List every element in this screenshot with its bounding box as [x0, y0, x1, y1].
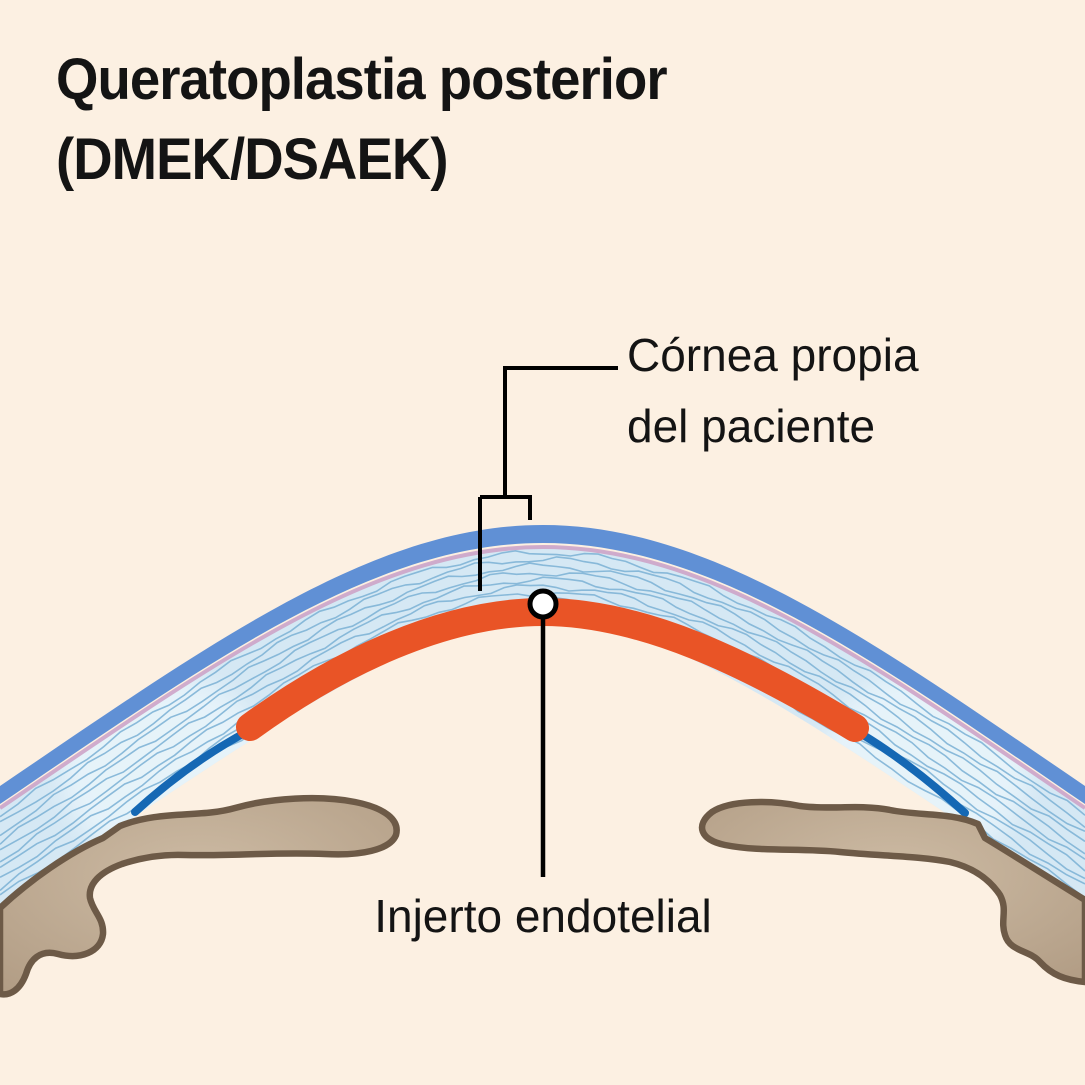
cornea-stroma: [0, 546, 1085, 905]
stroma-lamella-line: [0, 572, 1085, 845]
label-cornea-propia-line1: Córnea propia: [627, 329, 919, 381]
stroma-lamella-line: [0, 549, 1085, 818]
label-cornea-propia-line2: del paciente: [627, 400, 876, 452]
label-injerto-endotelial: Injerto endotelial: [374, 890, 712, 942]
bowman-layer-line: [0, 544, 1085, 810]
figure-title-line2: (DMEK/DSAEK): [56, 127, 448, 192]
graft-marker-dot: [527, 588, 559, 620]
iris-right: [698, 798, 1085, 986]
stroma-lamella-line: [0, 576, 1085, 855]
iris-left: [0, 794, 400, 998]
figure-title: Queratoplastia posterior (DMEK/DSAEK): [56, 40, 668, 200]
descemet-line-right: [849, 725, 969, 817]
stroma-lamella-line: [0, 556, 1085, 829]
figure-title-line1: Queratoplastia posterior: [56, 47, 668, 112]
descemet-line-left: [131, 725, 256, 816]
leader-line-cornea: [478, 366, 618, 591]
label-cornea-propia: Córnea propia del paciente: [627, 320, 919, 462]
stroma-lamella-line: [0, 584, 1085, 863]
stroma-lamella-line: [0, 562, 1085, 837]
